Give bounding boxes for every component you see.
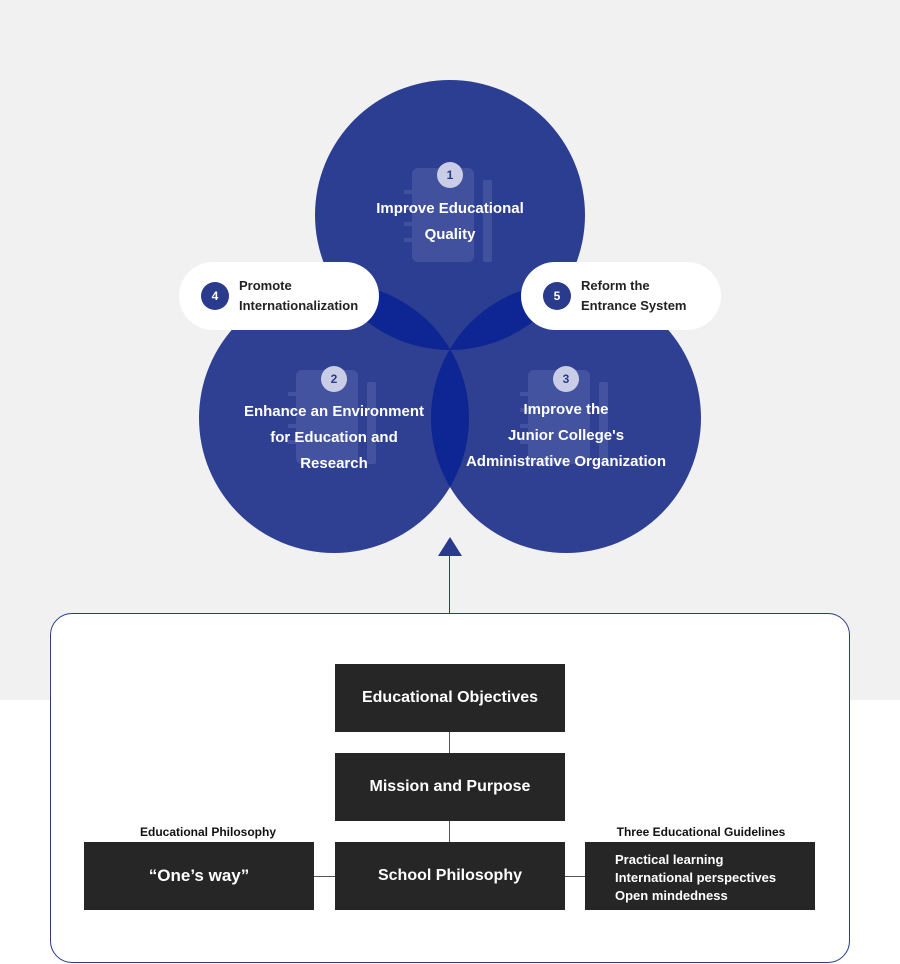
circle-goal-3	[431, 283, 701, 553]
school-philosophy-box: School Philosophy	[335, 842, 565, 910]
goal-2-number: 2	[321, 366, 347, 392]
guideline-item: Practical learning	[615, 852, 724, 867]
pill-entrance-system: 5 Reform the Entrance System	[521, 262, 721, 330]
goal-1-label: Improve Educational Quality	[376, 200, 524, 243]
venn-diagram	[199, 80, 701, 556]
guidelines-box: Practical learning International perspec…	[585, 842, 815, 910]
arrow-up-icon	[438, 537, 462, 556]
connector-objectives-mission	[449, 732, 450, 753]
document-icon-1	[404, 168, 492, 262]
circle-goal-2	[199, 283, 469, 553]
document-icon-3	[520, 370, 608, 464]
pill-internationalization: 4 Promote Internationalization	[179, 262, 379, 330]
goal-1-number: 1	[437, 162, 463, 188]
pill-5-label: Reform the Entrance System	[581, 278, 687, 313]
connector-right	[565, 876, 585, 877]
arrow-line	[449, 555, 450, 615]
connector-left	[314, 876, 335, 877]
mission-purpose-box: Mission and Purpose	[335, 753, 565, 821]
connector-mission-philosophy	[449, 821, 450, 842]
guidelines-caption: Three Educational Guidelines	[616, 825, 786, 839]
ones-way-box: “One’s way”	[84, 842, 314, 910]
pill-5-number: 5	[543, 282, 571, 310]
circle-goal-1	[315, 80, 585, 350]
pill-4-label: Promote Internationalization	[239, 278, 359, 313]
educational-objectives-box: Educational Objectives	[335, 664, 565, 732]
goal-2-label: Enhance an Environment for Education and…	[243, 403, 425, 472]
guideline-item: International perspectives	[615, 870, 777, 885]
goal-3-label: Improve the Junior College's Administrat…	[465, 401, 667, 470]
goal-3-number: 3	[553, 366, 579, 392]
guideline-item: Open mindedness	[615, 888, 728, 903]
pill-4-number: 4	[201, 282, 229, 310]
educational-philosophy-caption: Educational Philosophy	[139, 825, 276, 839]
document-icon-2	[288, 370, 376, 464]
